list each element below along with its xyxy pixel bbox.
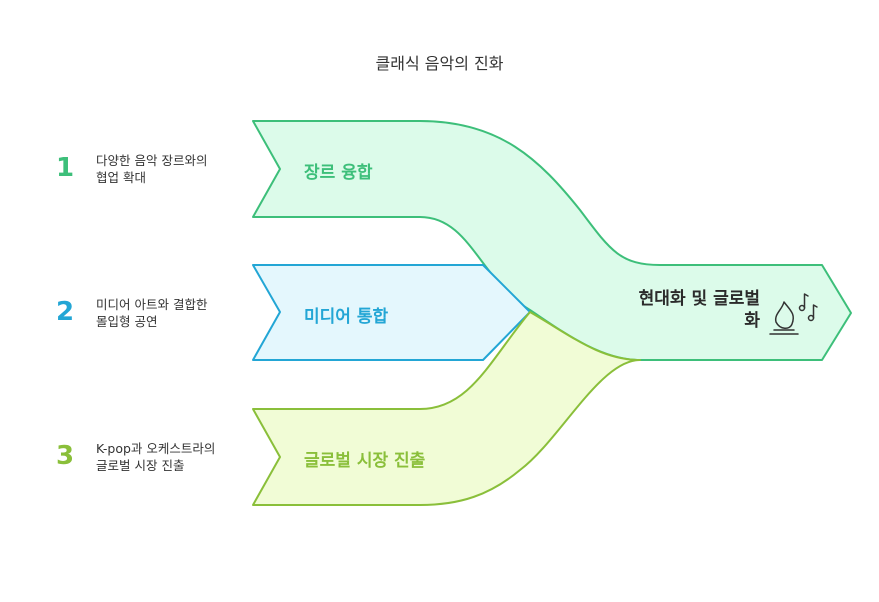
flow-shape-1 — [252, 120, 852, 361]
step-description-3: K-pop과 오케스트라의 글로벌 시장 진출 — [96, 440, 246, 474]
page-title: 클래식 음악의 진화 — [375, 54, 504, 73]
flow-label-2: 미디어 통합 — [304, 307, 389, 327]
step-description-2-line1: 미디어 아트와 결합한 — [96, 297, 208, 312]
step-description-2: 미디어 아트와 결합한 몰입형 공연 — [96, 296, 246, 330]
target-label: 현대화 및 글로벌 화 — [600, 288, 760, 332]
flow-label-3: 글로벌 시장 진출 — [304, 451, 426, 471]
flow-label-1: 장르 융합 — [304, 163, 373, 183]
step-description-1: 다양한 음악 장르와의 협업 확대 — [96, 152, 246, 186]
step-description-1-line2: 협업 확대 — [96, 170, 146, 185]
step-description-3-line2: 글로벌 시장 진출 — [96, 458, 185, 473]
flow-shape-3 — [252, 311, 641, 506]
target-label-line1: 현대화 및 글로벌 — [638, 289, 760, 309]
step-number-3: 3 — [56, 441, 75, 471]
step-description-1-line1: 다양한 음악 장르와의 — [96, 153, 208, 168]
step-number-1: 1 — [56, 153, 75, 183]
flow-shape-2 — [252, 264, 531, 361]
target-label-line2: 화 — [744, 311, 760, 331]
campfire-music-icon — [769, 293, 818, 335]
step-description-2-line2: 몰입형 공연 — [96, 314, 158, 329]
step-description-3-line1: K-pop과 오케스트라의 — [96, 441, 216, 456]
step-number-2: 2 — [56, 297, 75, 327]
